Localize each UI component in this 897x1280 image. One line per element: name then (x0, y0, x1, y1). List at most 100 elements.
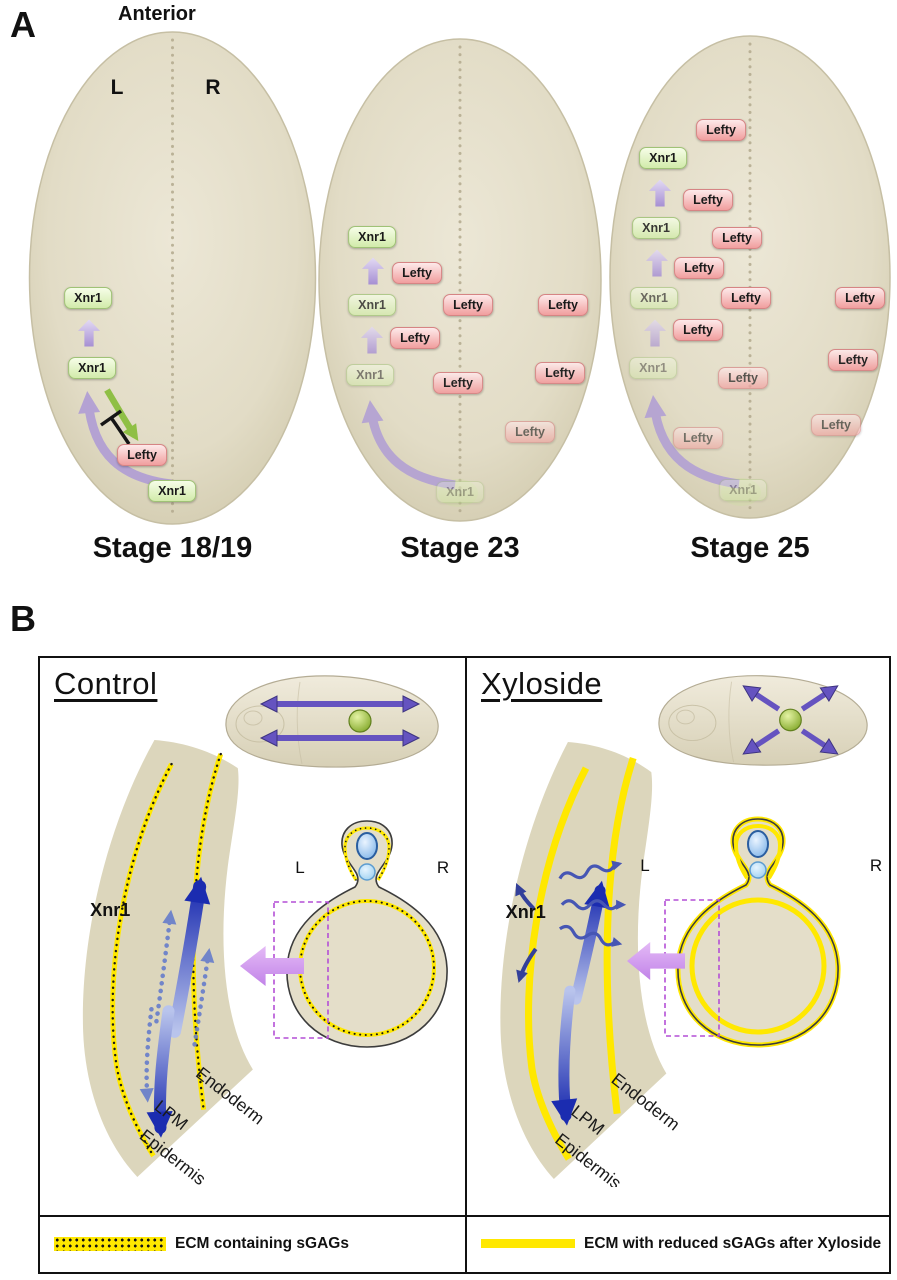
ecm-sgag-dots-2 (111, 762, 173, 1158)
notochord (749, 861, 767, 879)
ecm-line-endoderm-lpm (603, 757, 637, 1115)
xyloside-title: Xyloside (481, 666, 603, 701)
control-left-label: L (295, 858, 305, 877)
lefty-badge: Lefty (443, 294, 493, 316)
xnr1-flow-arrow-down (146, 1005, 175, 1138)
notochord (358, 863, 376, 881)
left-side-label: L (110, 76, 124, 99)
lefty-badge: Lefty (828, 349, 878, 371)
lefty-badge: Lefty (673, 319, 723, 341)
squiggle-arrow-1 (558, 860, 623, 880)
control-embryo-illustration (225, 675, 439, 768)
xnr1-badge: Xnr1 (64, 287, 112, 309)
lefty-badge: Lefty (683, 189, 733, 211)
xyloside-right-label: R (869, 856, 883, 875)
ecm-ring-solid (689, 897, 827, 1035)
embryo-fold-line (728, 681, 735, 763)
ecm-reduced-sgag-swatch (481, 1239, 575, 1248)
xnr1-badge: Xnr1 (630, 287, 678, 309)
up-arrow-icon (78, 319, 100, 347)
lefty-badge: Lefty (673, 427, 723, 449)
embryo-stage-23-drawing (318, 38, 602, 522)
lefty-badge: Lefty (712, 227, 762, 249)
xnr1-badge: Xnr1 (348, 226, 396, 248)
short-spread-arrow-sw (742, 728, 781, 755)
legend-control-label: ECM containing sGAGs (175, 1234, 349, 1252)
lefty-badge: Lefty (392, 262, 442, 284)
embryo-head-outline (668, 704, 717, 742)
xnr1-badge: Xnr1 (719, 479, 767, 501)
panel-b-label: B (10, 598, 36, 639)
lefty-badge: Lefty (674, 257, 724, 279)
xnr1-badge: Xnr1 (436, 481, 484, 503)
short-spread-arrow-ne (800, 685, 839, 712)
up-arrow-icon (362, 257, 384, 285)
lefty-badge: Lefty (538, 294, 588, 316)
legend-xyloside-label: ECM with reduced sGAGs after Xyloside (584, 1234, 882, 1252)
small-arrow-up-left (515, 882, 536, 911)
control-title: Control (54, 666, 158, 701)
cross-section-outline (677, 818, 839, 1046)
up-arrow-icon (361, 326, 383, 354)
up-arrow-icon (646, 249, 668, 277)
dotted-flow-arrow-up-left (154, 909, 177, 1024)
stage-caption-1819: Stage 18/19 (92, 532, 253, 564)
embryo-eye-outline (676, 709, 695, 725)
embryo-body (28, 31, 317, 525)
neural-tube (747, 830, 769, 858)
xnr1-badge: Xnr1 (348, 294, 396, 316)
xyloside-embryo-illustration (658, 675, 868, 766)
xnr1-badge: Xnr1 (346, 364, 394, 386)
xyloside-cross-section (664, 816, 841, 1048)
inhibition-bar-stem (110, 417, 131, 445)
lefty-badge: Lefty (835, 287, 885, 309)
lefty-badge: Lefty (696, 119, 746, 141)
panel-a-label: A (10, 4, 36, 45)
short-spread-arrow-se (800, 728, 839, 755)
xnr1-label: Xnr1 (90, 900, 130, 920)
small-arrow-down-left (516, 947, 538, 983)
lefty-badge: Lefty (811, 414, 861, 436)
magnified-region-box (273, 901, 329, 1039)
xnr1-badge: Xnr1 (148, 480, 196, 502)
embryo-eye-outline (243, 710, 263, 726)
control-wedge-illustration: Xnr1 Endoderm LPM Epidermis (82, 740, 268, 1185)
embryo-body (318, 38, 602, 522)
lefty-badge: Lefty (117, 444, 167, 466)
xyloside-wedge-illustration: Xnr1 Endoderm LPM Epidermis (500, 742, 684, 1187)
xnr1-badge: Xnr1 (632, 217, 680, 239)
xnr1-badge: Xnr1 (629, 357, 677, 379)
lefty-badge: Lefty (433, 372, 483, 394)
xnr1-flow-arrow-up (167, 876, 211, 1038)
stage-caption-23: Stage 23 (400, 532, 520, 564)
tissue-wedge-body (82, 740, 253, 1177)
control-right-label: R (436, 858, 450, 877)
legend-row: ECM containing sGAGs ECM with reduced sG… (40, 1215, 889, 1272)
up-arrow-icon (649, 179, 671, 207)
control-panel: Control (40, 658, 467, 1272)
magnified-region-box (664, 899, 720, 1037)
anterior-label: Anterior (118, 3, 196, 25)
ecm-neck-dots (344, 827, 390, 881)
dotted-flow-arrow-down (139, 1006, 154, 1103)
squiggle-arrow-3 (558, 924, 623, 947)
legend-xyloside: ECM with reduced sGAGs after Xyloside (467, 1215, 889, 1272)
lefty-badge: Lefty (721, 287, 771, 309)
up-arrow-icon (644, 319, 666, 347)
lefty-badge: Lefty (505, 421, 555, 443)
ecm-line-lpm-epidermis (525, 766, 590, 1161)
embryo-fold-line (296, 681, 303, 765)
xnr1-badge: Xnr1 (68, 357, 116, 379)
neural-tube (356, 832, 378, 860)
cross-section-body (286, 820, 448, 1048)
lefty-badge: Lefty (390, 327, 440, 349)
lefty-badge: Lefty (535, 362, 585, 384)
ecm-sgag-dots-1 (192, 752, 222, 1111)
dotted-flow-arrow-up-right (192, 947, 215, 1047)
signal-source-sphere (779, 708, 802, 732)
